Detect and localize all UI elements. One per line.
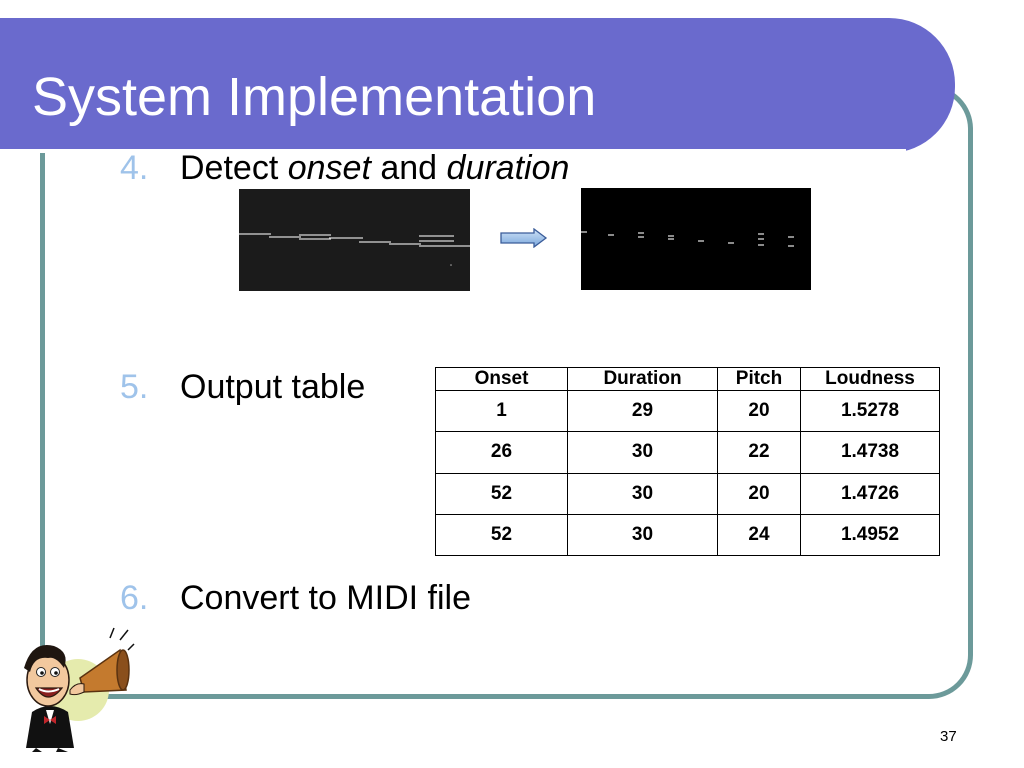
table-row: 1 29 20 1.5278	[435, 389, 940, 433]
cartoon-announcer-icon	[24, 627, 135, 752]
right-arrow-icon	[500, 228, 548, 248]
table-row: 52 30 20 1.4726	[435, 472, 940, 515]
item-text: Detect	[180, 149, 288, 187]
item-emphasis-onset: onset	[287, 149, 371, 187]
cell-duration: 30	[567, 513, 718, 557]
header-loudness: Loudness	[800, 367, 940, 391]
cell-pitch: 22	[717, 431, 801, 474]
cell-loudness: 1.5278	[800, 389, 940, 433]
list-number: 4.	[120, 149, 149, 187]
cell-duration: 30	[567, 472, 718, 515]
onset-output-image	[581, 188, 811, 290]
cell-pitch: 24	[717, 513, 801, 557]
list-number: 5.	[120, 368, 149, 406]
list-item-convert-midi: 6. Convert to MIDI file	[120, 578, 471, 618]
item-text: Convert to MIDI file	[180, 579, 471, 617]
cell-onset: 1	[435, 389, 568, 433]
cell-duration: 29	[567, 389, 718, 433]
cell-pitch: 20	[717, 389, 801, 433]
cell-loudness: 1.4726	[800, 472, 940, 515]
cell-pitch: 20	[717, 472, 801, 515]
header-pitch: Pitch	[717, 367, 801, 391]
table-row: 26 30 22 1.4738	[435, 431, 940, 474]
item-emphasis-duration: duration	[446, 149, 570, 187]
header-duration: Duration	[567, 367, 718, 391]
slide-title: System Implementation	[32, 67, 597, 127]
list-item-output-table: 5. Output table	[120, 367, 365, 407]
cell-duration: 30	[567, 431, 718, 474]
page-number: 37	[940, 728, 957, 745]
onset-input-image	[239, 189, 470, 291]
cell-onset: 26	[435, 431, 568, 474]
output-table: Onset Duration Pitch Loudness 1 29 20 1.…	[435, 367, 940, 557]
cell-loudness: 1.4952	[800, 513, 940, 557]
title-band: System Implementation	[0, 18, 955, 153]
table-row: 52 30 24 1.4952	[435, 513, 940, 557]
item-text: Output table	[180, 368, 366, 406]
cell-onset: 52	[435, 472, 568, 515]
cell-onset: 52	[435, 513, 568, 557]
list-number: 6.	[120, 579, 149, 617]
list-item-detect: 4. Detect onset and duration	[120, 148, 569, 188]
title-underline	[0, 149, 906, 153]
table-header-row: Onset Duration Pitch Loudness	[435, 367, 940, 391]
item-text: and	[370, 149, 447, 187]
cell-loudness: 1.4738	[800, 431, 940, 474]
header-onset: Onset	[435, 367, 568, 391]
